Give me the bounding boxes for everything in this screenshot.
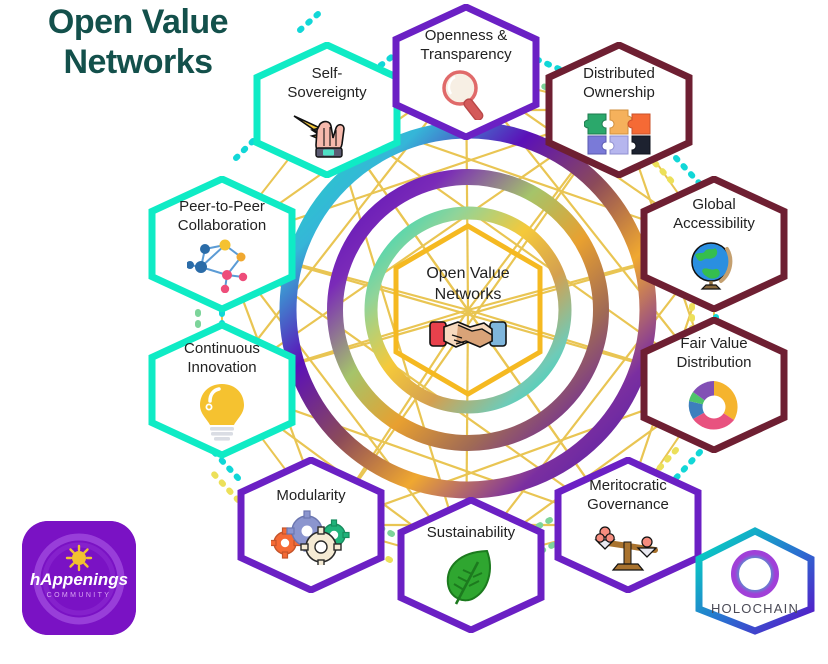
- magnifying-glass-icon: [437, 68, 495, 125]
- node-label-line2: Collaboration: [177, 216, 267, 234]
- node-label-line2: Distribution: [676, 353, 752, 371]
- node-meritocratic-governance[interactable]: Meritocratic Governance: [554, 457, 702, 593]
- node-sustainability[interactable]: Sustainability: [397, 497, 545, 633]
- node-distributed-ownership[interactable]: Distributed Ownership: [545, 42, 693, 178]
- happenings-community-logo[interactable]: hAppenings COMMUNITY: [22, 521, 136, 635]
- node-label-line1: Modularity: [276, 487, 346, 504]
- node-label-line2: Accessibility: [673, 214, 755, 232]
- center-node-open-value-networks[interactable]: Open Value Networks: [396, 248, 540, 376]
- node-openness-transparency[interactable]: Openness & Transparency: [392, 4, 540, 140]
- center-node-label-line2: Networks: [434, 285, 502, 303]
- puzzle-pieces-icon: [583, 106, 654, 163]
- node-self-sovereignty[interactable]: Self- Sovereignty: [253, 42, 401, 178]
- globe-icon: [683, 237, 745, 300]
- lightbulb-icon: [194, 381, 250, 448]
- node-label-line2: Ownership: [583, 83, 655, 101]
- sun-icon: [65, 544, 93, 572]
- node-fair-value-distribution[interactable]: Fair Value Distribution: [640, 317, 788, 453]
- node-label-line1: Meritocratic: [589, 476, 667, 494]
- network-nodes-icon: [186, 239, 257, 298]
- node-label-line1: Distributed: [583, 64, 655, 82]
- logo-name: hAppenings: [30, 570, 128, 589]
- node-label-line1: Sustainability: [426, 524, 516, 541]
- node-label-line2: Transparency: [420, 45, 512, 63]
- donut-chart-icon: [683, 376, 745, 443]
- node-modularity[interactable]: Modularity: [237, 457, 385, 593]
- node-label-line1: Global: [692, 195, 736, 213]
- page-title-line1: Open Value: [47, 3, 229, 41]
- center-node-label-line1: Open Value: [426, 264, 510, 282]
- node-label-line1: Openness &: [424, 26, 508, 44]
- node-label-line2: Sovereignty: [287, 83, 367, 101]
- handshake-icon: [428, 311, 508, 362]
- node-label-line1: Continuous: [184, 339, 260, 357]
- page-title-line2: Networks: [63, 43, 213, 81]
- node-label-line1: Self-: [311, 64, 343, 82]
- node-peer-to-peer-collaboration[interactable]: Peer-to-Peer Collaboration: [148, 176, 296, 312]
- node-label-line2: Governance: [587, 495, 669, 513]
- node-global-accessibility[interactable]: Global Accessibility: [640, 176, 788, 312]
- holochain-badge[interactable]: HOLOCHAIN: [689, 527, 821, 635]
- node-hexagon-outline: [554, 457, 702, 593]
- balance-scale-icon: [593, 518, 663, 581]
- node-label-line2: Innovation: [187, 358, 257, 376]
- inner-ring: [364, 206, 572, 414]
- leaf-icon: [438, 546, 504, 613]
- holochain-ring-icon: [731, 550, 779, 598]
- middle-ring: [327, 169, 609, 451]
- center-hexagon: [393, 223, 543, 397]
- holochain-label: HOLOCHAIN: [711, 601, 799, 616]
- hand-lightning-icon: [290, 106, 364, 163]
- page-title: Open Value Networks: [8, 2, 268, 82]
- logo-subtitle: COMMUNITY: [47, 592, 112, 599]
- node-label-line1: Peer-to-Peer: [179, 197, 265, 215]
- gears-icon: [269, 509, 351, 570]
- node-label-line1: Fair Value: [680, 334, 748, 352]
- node-continuous-innovation[interactable]: Continuous Innovation: [148, 322, 296, 458]
